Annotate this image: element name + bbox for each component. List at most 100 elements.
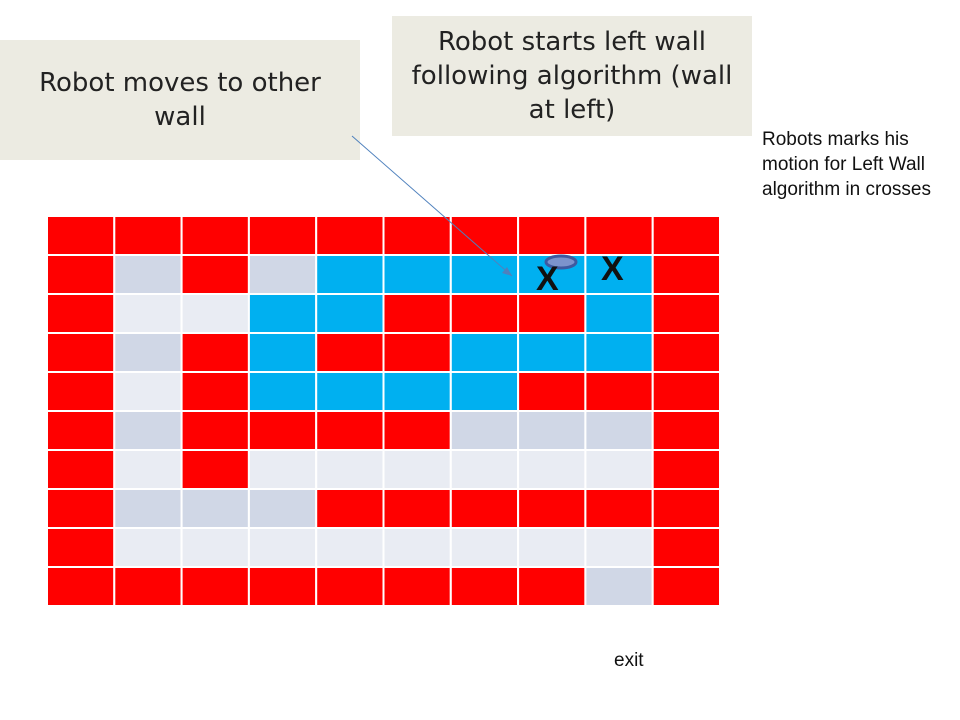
cross-mark: X	[536, 260, 559, 298]
maze-cell-wall	[651, 488, 722, 529]
maze-cell-wall	[46, 254, 116, 295]
maze-cell-wall	[382, 332, 452, 373]
maze-cell-wall	[315, 332, 385, 373]
maze-grid	[46, 215, 722, 607]
maze-cell-wall	[517, 488, 587, 529]
maze-cell-path-blue	[449, 332, 520, 373]
maze-cell-path-blue	[584, 254, 654, 295]
maze-cell-wall	[180, 215, 250, 256]
maze-cell-wall	[180, 449, 250, 490]
maze-cell-wall	[651, 566, 722, 607]
maze-cell-wall	[180, 410, 250, 451]
maze-cell-wall	[180, 371, 250, 412]
callout-arrow	[351, 135, 513, 277]
robot-icon	[544, 254, 578, 270]
maze-cell-wall	[449, 488, 520, 529]
maze-cell-wall	[517, 293, 587, 334]
maze-cell-wall	[180, 254, 250, 295]
maze-cell-wall	[382, 488, 452, 529]
callout-robot-moves-text: Robot moves to other wall	[39, 68, 321, 132]
maze-cell-floor-b	[180, 293, 250, 334]
maze-cell-wall	[382, 566, 452, 607]
maze-cell-floor-b	[247, 527, 318, 568]
maze-cell-wall	[584, 488, 654, 529]
maze-cell-wall	[584, 215, 654, 256]
maze-cell-path-blue	[247, 332, 318, 373]
maze-cell-path-blue	[247, 371, 318, 412]
maze-cell-path-blue	[315, 371, 385, 412]
cross-mark: X	[601, 250, 624, 288]
maze-cell-wall	[247, 566, 318, 607]
maze-cell-path-blue	[315, 293, 385, 334]
callout-robot-moves: Robot moves to other wall	[0, 40, 360, 160]
maze-cell-wall	[46, 488, 116, 529]
maze-cell-wall	[315, 488, 385, 529]
callout-robot-starts-text: Robot starts left wall following algorit…	[411, 27, 733, 125]
maze-cell-wall	[651, 371, 722, 412]
maze-cell-wall	[651, 215, 722, 256]
maze-cell-floor-b	[584, 449, 654, 490]
maze-cell-wall	[46, 449, 116, 490]
maze-cell-path-blue	[382, 371, 452, 412]
maze-cell-floor-b	[180, 527, 250, 568]
maze-cell-wall	[449, 566, 520, 607]
maze-cell-path-blue	[382, 254, 452, 295]
maze-cell-floor-b	[449, 527, 520, 568]
maze-cell-floor-b	[315, 527, 385, 568]
maze-cell-wall	[180, 566, 250, 607]
maze-cell-wall	[651, 332, 722, 373]
maze-cell-wall	[651, 449, 722, 490]
maze-cell-floor-a	[449, 410, 520, 451]
maze-cell-path-blue	[247, 293, 318, 334]
maze-cell-floor-b	[517, 449, 587, 490]
maze-cell-wall	[113, 215, 183, 256]
maze-cell-wall	[315, 566, 385, 607]
maze-cell-wall	[651, 527, 722, 568]
maze-cell-floor-b	[113, 449, 183, 490]
maze-cell-floor-b	[584, 527, 654, 568]
maze-cell-wall	[46, 293, 116, 334]
maze-cell-path-blue	[584, 293, 654, 334]
maze-cell-wall	[46, 527, 116, 568]
maze-cell-wall	[651, 254, 722, 295]
maze-cell-wall	[449, 293, 520, 334]
maze-cell-floor-b	[382, 527, 452, 568]
maze-cell-wall	[46, 566, 116, 607]
maze-cell-floor-a	[247, 254, 318, 295]
maze-cell-wall	[247, 410, 318, 451]
callout-robot-starts: Robot starts left wall following algorit…	[392, 16, 752, 136]
maze-cell-wall	[517, 566, 587, 607]
maze-cell-wall	[517, 215, 587, 256]
maze-cell-path-blue	[517, 332, 587, 373]
maze-cell-wall	[247, 215, 318, 256]
maze-cell-floor-a	[247, 488, 318, 529]
maze-cell-floor-a	[113, 332, 183, 373]
maze-cell-wall	[382, 215, 452, 256]
maze-cell-wall	[46, 215, 116, 256]
maze-cell-wall	[46, 410, 116, 451]
maze-cell-wall	[449, 215, 520, 256]
exit-label: exit	[614, 650, 644, 671]
callout-arrow-head	[502, 267, 512, 276]
maze-cell-floor-a	[113, 410, 183, 451]
maze-cell-wall	[651, 293, 722, 334]
maze-cell-wall	[651, 410, 722, 451]
maze-cell-floor-a	[113, 254, 183, 295]
maze-cell-floor-b	[449, 449, 520, 490]
maze-cell-floor-b	[382, 449, 452, 490]
maze-cell-floor-b	[113, 293, 183, 334]
maze-cell-wall	[382, 293, 452, 334]
maze-cell-floor-a	[180, 488, 250, 529]
maze-cell-floor-a	[517, 410, 587, 451]
side-note: Robots marks his motion for Left Wall al…	[762, 129, 931, 200]
maze-cell-wall	[46, 332, 116, 373]
maze-cell-floor-b	[247, 449, 318, 490]
maze-cell-wall	[315, 410, 385, 451]
maze-cell-wall	[46, 371, 116, 412]
maze-cell-path-blue	[449, 371, 520, 412]
maze-cell-floor-a	[584, 566, 654, 607]
maze-cell-wall	[584, 371, 654, 412]
maze-cell-floor-b	[315, 449, 385, 490]
maze-cell-path-blue	[584, 332, 654, 373]
